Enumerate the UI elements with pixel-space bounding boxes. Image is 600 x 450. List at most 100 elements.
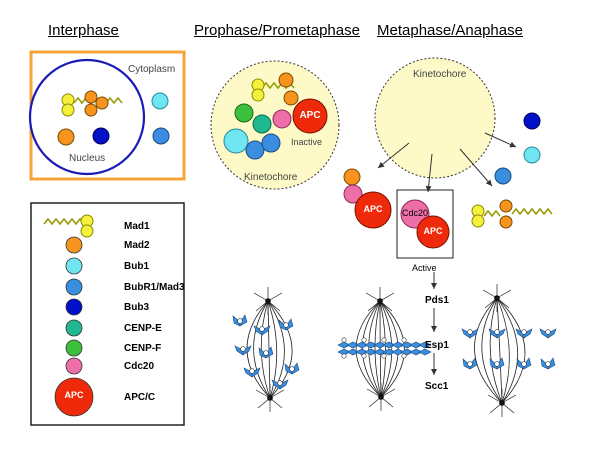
- astral-microtubule: [482, 289, 498, 299]
- astral-microtubule: [496, 297, 510, 309]
- kinetochore-dot: [494, 329, 500, 335]
- kinetochore-dot: [381, 337, 387, 343]
- astral-microtubule: [255, 389, 271, 399]
- cytoplasm-label: Cytoplasm: [128, 64, 176, 75]
- microtubule: [246, 300, 271, 399]
- release-arrow: [377, 142, 410, 169]
- released-bub3-icon: [523, 112, 541, 130]
- microtubule: [496, 297, 526, 404]
- legend-label-mad1: Mad1: [124, 221, 150, 232]
- kinetochore-dot: [259, 326, 265, 332]
- kinetochore-dot: [361, 353, 367, 359]
- prophase-kinetochore-label: Kinetochore: [244, 172, 298, 183]
- pathway-pds1-label: Pds1: [425, 295, 449, 306]
- header-metaphase: Metaphase/Anaphase: [377, 22, 523, 39]
- kinetochore-dot: [494, 361, 500, 367]
- kinetochore-dot: [467, 361, 473, 367]
- nucleus-bub3-icon: [92, 127, 110, 145]
- legend-icons: [43, 214, 94, 417]
- metaphase-plate-chromosome: [346, 341, 360, 356]
- cenpf-circle-icon: [65, 339, 83, 357]
- microtubule: [374, 300, 382, 398]
- nucleus-mad2-free-icon: [57, 128, 75, 146]
- chromosome: [462, 357, 478, 370]
- kinetochore-dot: [521, 329, 527, 335]
- microtubule: [489, 297, 503, 404]
- active-cdc20-label: Cdc20: [401, 208, 429, 218]
- inactive-label: Inactive: [291, 137, 323, 147]
- metaphase-plate-chromosome: [409, 341, 423, 356]
- legend-label-apcc: APC/C: [124, 392, 156, 403]
- microtubule: [267, 300, 285, 399]
- metaphase-panel: [343, 57, 553, 375]
- bubr1-circle-icon: [65, 278, 83, 296]
- metaphase-plate-chromosome: [382, 341, 396, 356]
- chromosome: [232, 314, 248, 327]
- kinetochore-dot: [240, 346, 246, 352]
- release-arrow: [484, 132, 517, 148]
- prophase-apc-label: APC: [299, 110, 321, 121]
- kinetochore-dot: [521, 361, 527, 367]
- prophase-mad2-icon: [278, 72, 294, 88]
- kinetochore-dot: [361, 337, 367, 343]
- cenpe-circle-icon: [65, 319, 83, 337]
- release-arrow: [459, 148, 493, 187]
- cytoplasm-bubr1-icon: [152, 127, 170, 145]
- nucleus-mad1-icon: [61, 93, 123, 117]
- astral-microtubule: [496, 289, 512, 299]
- astral-microtubule: [379, 300, 393, 312]
- prophase-cdc20-icon: [272, 109, 292, 129]
- bub1-circle-icon: [65, 257, 83, 275]
- prophase-cenpf-icon: [234, 103, 254, 123]
- astral-microtubule: [366, 388, 382, 398]
- prophase-cenpe-icon: [252, 114, 272, 134]
- chromosome: [516, 357, 532, 370]
- kinetochore-dot: [401, 337, 407, 343]
- nucleus-mad2-icon: [95, 96, 109, 110]
- astral-microtubule: [368, 396, 382, 408]
- active-apc-icon: [416, 215, 450, 249]
- microtubule: [474, 297, 503, 404]
- metaphase-kinetochore-circle: [374, 57, 496, 179]
- kinetochore-dot: [381, 353, 387, 359]
- astral-microtubule: [501, 394, 517, 404]
- legend-label-bub1: Bub1: [124, 261, 149, 272]
- prophase-bub1-icon: [223, 128, 249, 154]
- astral-microtubule: [487, 394, 503, 404]
- kinetochore-dot: [283, 322, 289, 328]
- microtubule: [496, 297, 519, 404]
- pathway-scc1-label: Scc1: [425, 381, 449, 392]
- bub3-circle-icon: [65, 298, 83, 316]
- kinetochore-dot: [545, 361, 551, 367]
- header-interphase: Interphase: [48, 22, 119, 39]
- chromosome: [278, 318, 294, 331]
- prophase-bubr1-icon: [245, 140, 265, 160]
- cytoplasm-bub1-icon: [151, 92, 169, 110]
- astral-microtubule: [501, 402, 515, 414]
- microtubule: [267, 300, 278, 399]
- chromosome: [540, 357, 556, 370]
- kinetochore-dot: [249, 368, 255, 374]
- astral-microtubule: [269, 397, 283, 409]
- legend-box: [30, 202, 185, 426]
- astral-microtubule: [380, 396, 394, 408]
- released-mad2-icon: [343, 168, 361, 186]
- kinetochore-dot: [341, 353, 347, 359]
- kinetochore-dot: [401, 353, 407, 359]
- active-apc-label: APC: [423, 226, 443, 236]
- astral-microtubule: [255, 300, 269, 312]
- kinetochore-dot: [263, 350, 269, 356]
- astral-microtubule: [380, 388, 396, 398]
- released-apc-label: APC: [363, 204, 383, 214]
- spindle-figures: [232, 284, 557, 417]
- nucleus-label: Nucleus: [69, 153, 106, 164]
- microtubule: [496, 297, 503, 404]
- microtubule: [379, 300, 405, 398]
- microtubule: [355, 300, 382, 398]
- metaphase-plate-chromosome: [418, 341, 432, 356]
- chromosome: [284, 362, 300, 375]
- microtubule: [379, 300, 386, 398]
- astral-microtubule: [489, 402, 503, 414]
- legend-apc-badge: APC: [64, 390, 84, 400]
- prophase-bubr1-icon: [261, 133, 281, 153]
